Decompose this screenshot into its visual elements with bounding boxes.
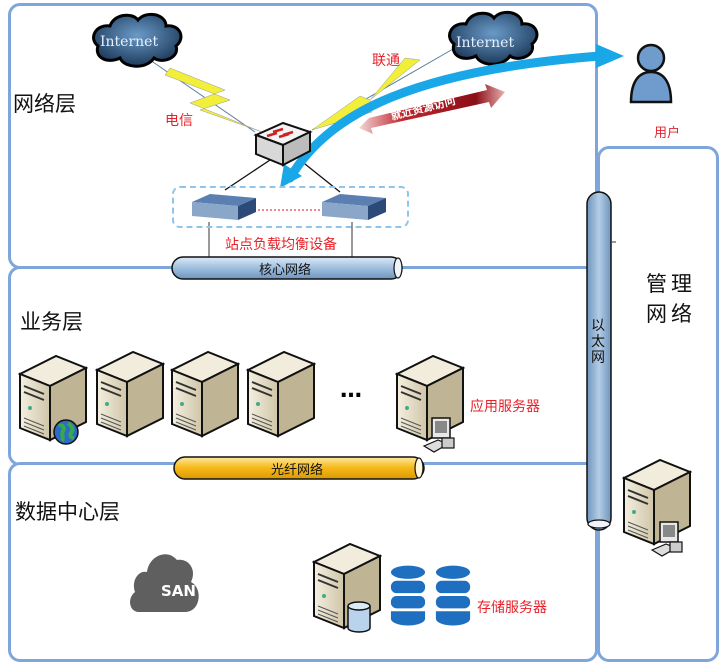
router-switch-icon <box>253 121 313 167</box>
app-server-label: 应用服务器 <box>470 399 540 415</box>
load-balancer-left-icon <box>192 194 256 220</box>
management-title-line1: 管理 <box>646 272 696 296</box>
ethernet-label: 以太网 <box>591 318 605 366</box>
internet-left-label: Internet <box>100 34 159 50</box>
app-server-icon-1 <box>95 348 165 438</box>
lightning-left-icon <box>164 67 263 133</box>
san-label: SAN <box>161 582 196 600</box>
storage-server-label: 存储服务器 <box>477 600 547 616</box>
san-cloud-icon <box>130 554 199 612</box>
user-icon <box>629 43 673 104</box>
isp-unicom-label: 联通 <box>372 53 400 69</box>
network-layer-title: 网络层 <box>13 92 76 116</box>
core-network-pipe <box>171 256 403 280</box>
user-label: 用户 <box>654 126 681 141</box>
fiber-network-pipe <box>173 456 425 480</box>
business-layer-title: 业务层 <box>20 310 83 334</box>
link-switch-lb-left <box>224 159 271 191</box>
database-icon-2 <box>434 564 472 628</box>
core-network-label: 核心网络 <box>258 263 311 278</box>
datacenter-layer-panel <box>8 462 598 662</box>
internet-cloud-right-icon <box>448 10 539 66</box>
management-title-line2: 网络 <box>646 302 696 326</box>
load-balancer-right-icon <box>322 194 386 220</box>
load-balancer-label: 站点负载均衡设备 <box>225 237 337 253</box>
datacenter-layer-title: 数据中心层 <box>15 500 120 524</box>
ethernet-pipe <box>586 191 612 531</box>
app-server-icon-2 <box>170 348 240 438</box>
internet-cloud-left-icon <box>92 12 183 68</box>
nearby-access-banner <box>359 84 505 134</box>
globe-icon <box>53 419 79 445</box>
management-workstation-icon <box>650 521 683 557</box>
internet-right-label: Internet <box>456 35 515 51</box>
database-icon-1 <box>389 564 427 628</box>
management-network-panel <box>597 146 719 662</box>
more-servers-ellipsis: … <box>340 378 362 403</box>
disk-cylinder-icon <box>347 601 371 633</box>
isp-telecom-label: 电信 <box>165 113 193 129</box>
fiber-network-label: 光纤网络 <box>270 463 323 478</box>
workstation-icon <box>422 417 455 453</box>
load-balancer-group <box>172 186 409 228</box>
app-server-icon-3 <box>246 348 316 438</box>
